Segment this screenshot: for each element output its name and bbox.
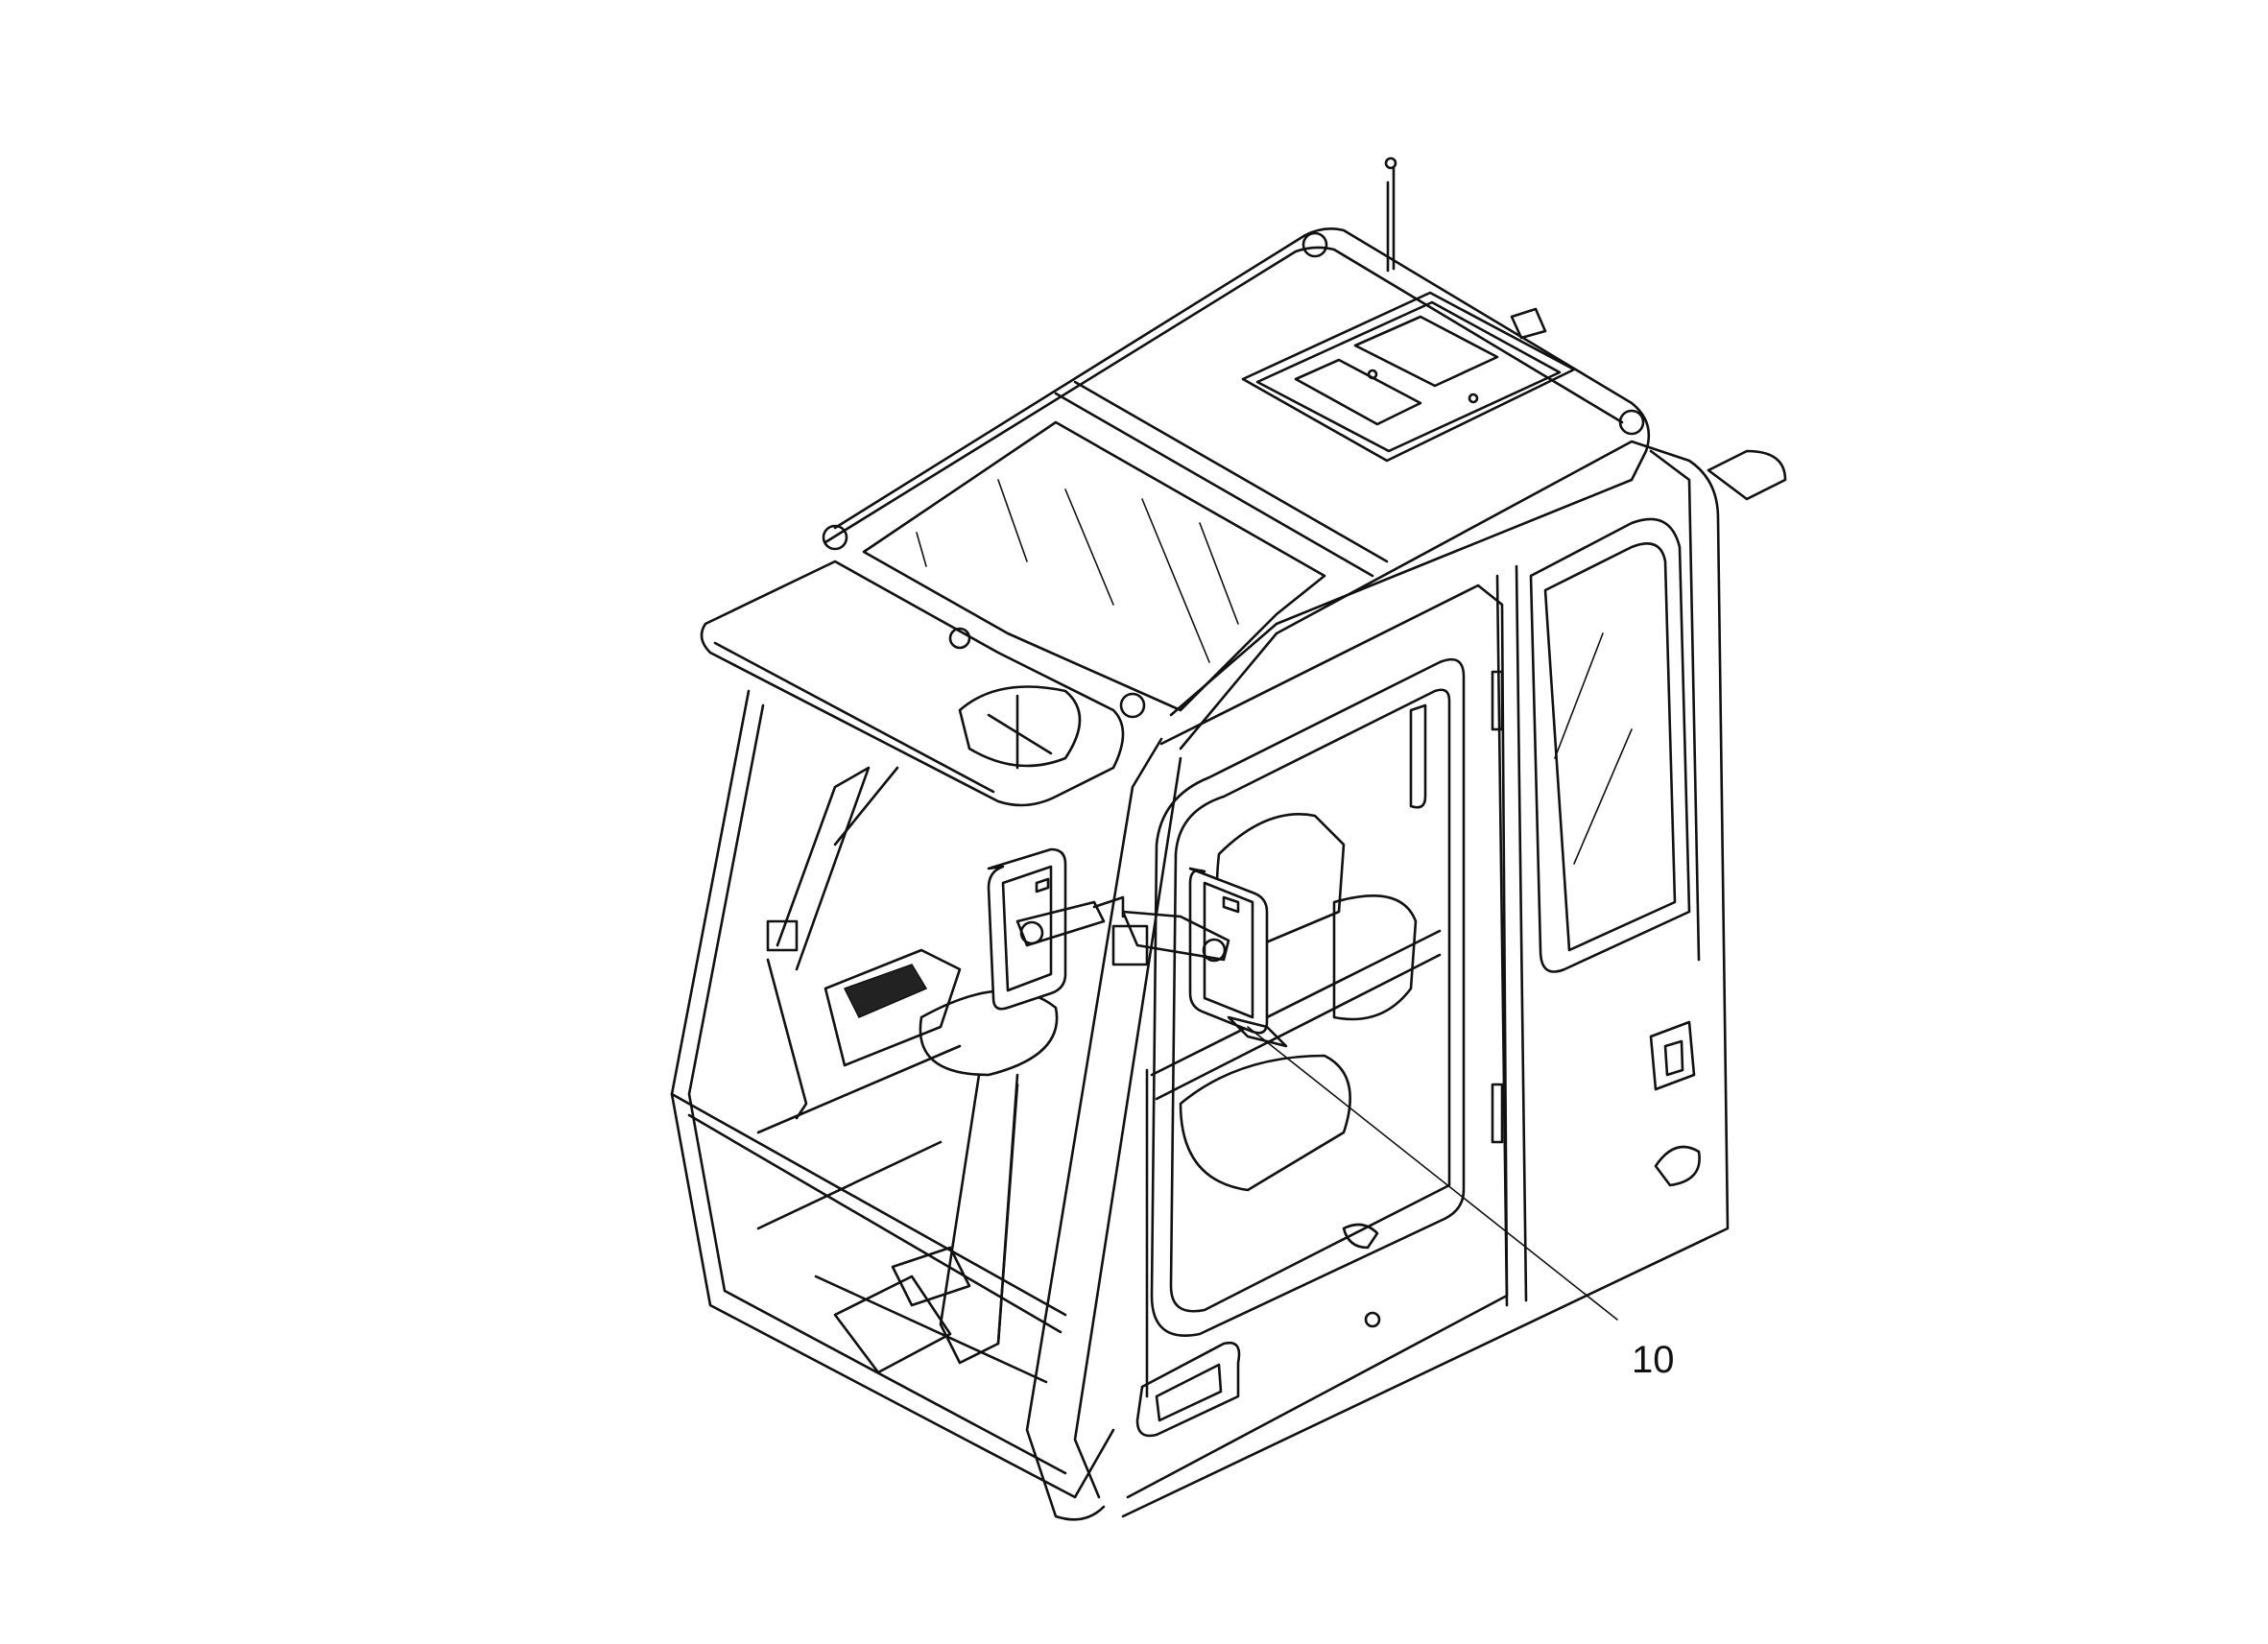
antenna [1384,156,1397,273]
roof [822,227,1651,719]
left-mirror [987,847,1125,1011]
front-visor [700,560,1125,807]
callout-label: 10 [1632,1339,1675,1381]
front-frame [670,689,1182,1521]
door-latch [1227,1015,1379,1250]
callout-leader-line [1247,1026,1618,1321]
cab-door [1126,584,1509,1499]
callout-10: 10 [1247,1026,1675,1381]
skylight-glass [862,420,1326,712]
right-mirror [1111,867,1269,1035]
interior [756,766,1442,1384]
